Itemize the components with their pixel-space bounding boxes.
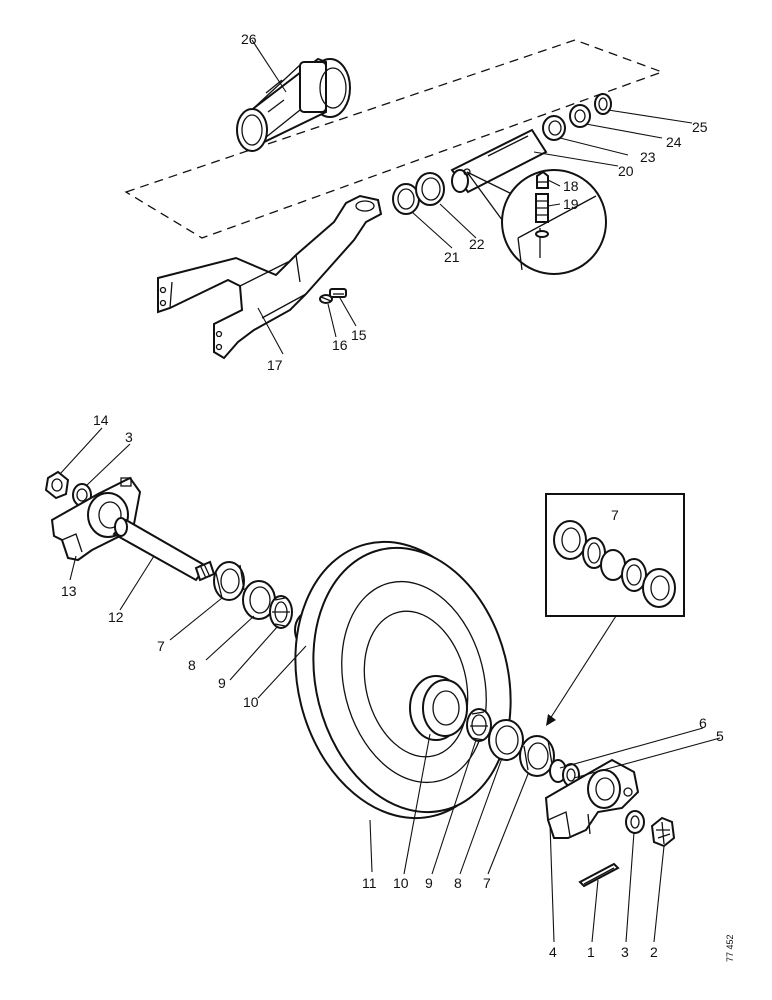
part-11-idler-wheel xyxy=(294,540,512,820)
callout-3-left: 3 xyxy=(125,429,133,445)
inset-seal-detail xyxy=(545,493,685,617)
callout-14: 14 xyxy=(93,412,109,428)
callout-7-left: 7 xyxy=(157,638,165,654)
callout-1: 1 xyxy=(587,944,595,960)
callout-15: 15 xyxy=(351,327,367,343)
part-3-washer-right xyxy=(625,810,645,834)
callout-17: 17 xyxy=(267,357,283,373)
callout-4: 4 xyxy=(549,944,557,960)
part-9-bearing-cone-left xyxy=(269,595,293,629)
callout-19: 19 xyxy=(563,196,579,212)
callout-10-right: 10 xyxy=(393,875,409,891)
figure-reference-number: 77 452 xyxy=(725,934,735,962)
callout-8-left: 8 xyxy=(188,657,196,673)
part-7-seal-right xyxy=(519,735,555,777)
part-26-sleeve xyxy=(236,57,351,152)
dashed-group-frame xyxy=(124,39,664,239)
callout-20: 20 xyxy=(618,163,634,179)
part-1-cotter-pin xyxy=(578,862,620,888)
callout-10-left: 10 xyxy=(243,694,259,710)
callout-7-inset: 7 xyxy=(611,507,619,523)
callout-5: 5 xyxy=(716,728,724,744)
inset-arrow-head xyxy=(546,714,556,726)
callout-26: 26 xyxy=(241,31,257,47)
callout-25: 25 xyxy=(692,119,708,135)
callout-8-right: 8 xyxy=(454,875,462,891)
detail-callout-grease-fitting xyxy=(466,169,607,275)
callout-6: 6 xyxy=(699,715,707,731)
part-25-circlip xyxy=(594,93,612,115)
part-2-castle-nut xyxy=(650,816,676,848)
callout-12: 12 xyxy=(108,609,124,625)
callout-21: 21 xyxy=(444,249,460,265)
part-8-bearing-cup-right xyxy=(488,719,524,761)
part-17-yoke xyxy=(157,194,383,360)
callout-24: 24 xyxy=(666,134,682,150)
callout-9-right: 9 xyxy=(425,875,433,891)
callout-2: 2 xyxy=(650,944,658,960)
part-14-nut xyxy=(44,470,70,500)
callout-11: 11 xyxy=(362,875,377,891)
callout-16: 16 xyxy=(332,337,348,353)
callout-3-right: 3 xyxy=(621,944,629,960)
callout-9-left: 9 xyxy=(218,675,226,691)
callout-13: 13 xyxy=(61,583,77,599)
part-16-washer xyxy=(319,294,333,304)
part-7-seal-left xyxy=(213,561,245,601)
callout-23: 23 xyxy=(640,149,656,165)
callout-7-right: 7 xyxy=(483,875,491,891)
part-22-ring xyxy=(415,172,445,206)
part-4-bracket-right xyxy=(544,758,640,839)
part-9-bearing-cone-right xyxy=(466,708,492,742)
part-12-shaft xyxy=(112,517,216,582)
callout-22: 22 xyxy=(469,236,485,252)
part-24-washer xyxy=(569,104,591,128)
part-23-ring xyxy=(542,115,566,141)
callout-18: 18 xyxy=(563,178,579,194)
part-15-bolt xyxy=(329,288,347,298)
